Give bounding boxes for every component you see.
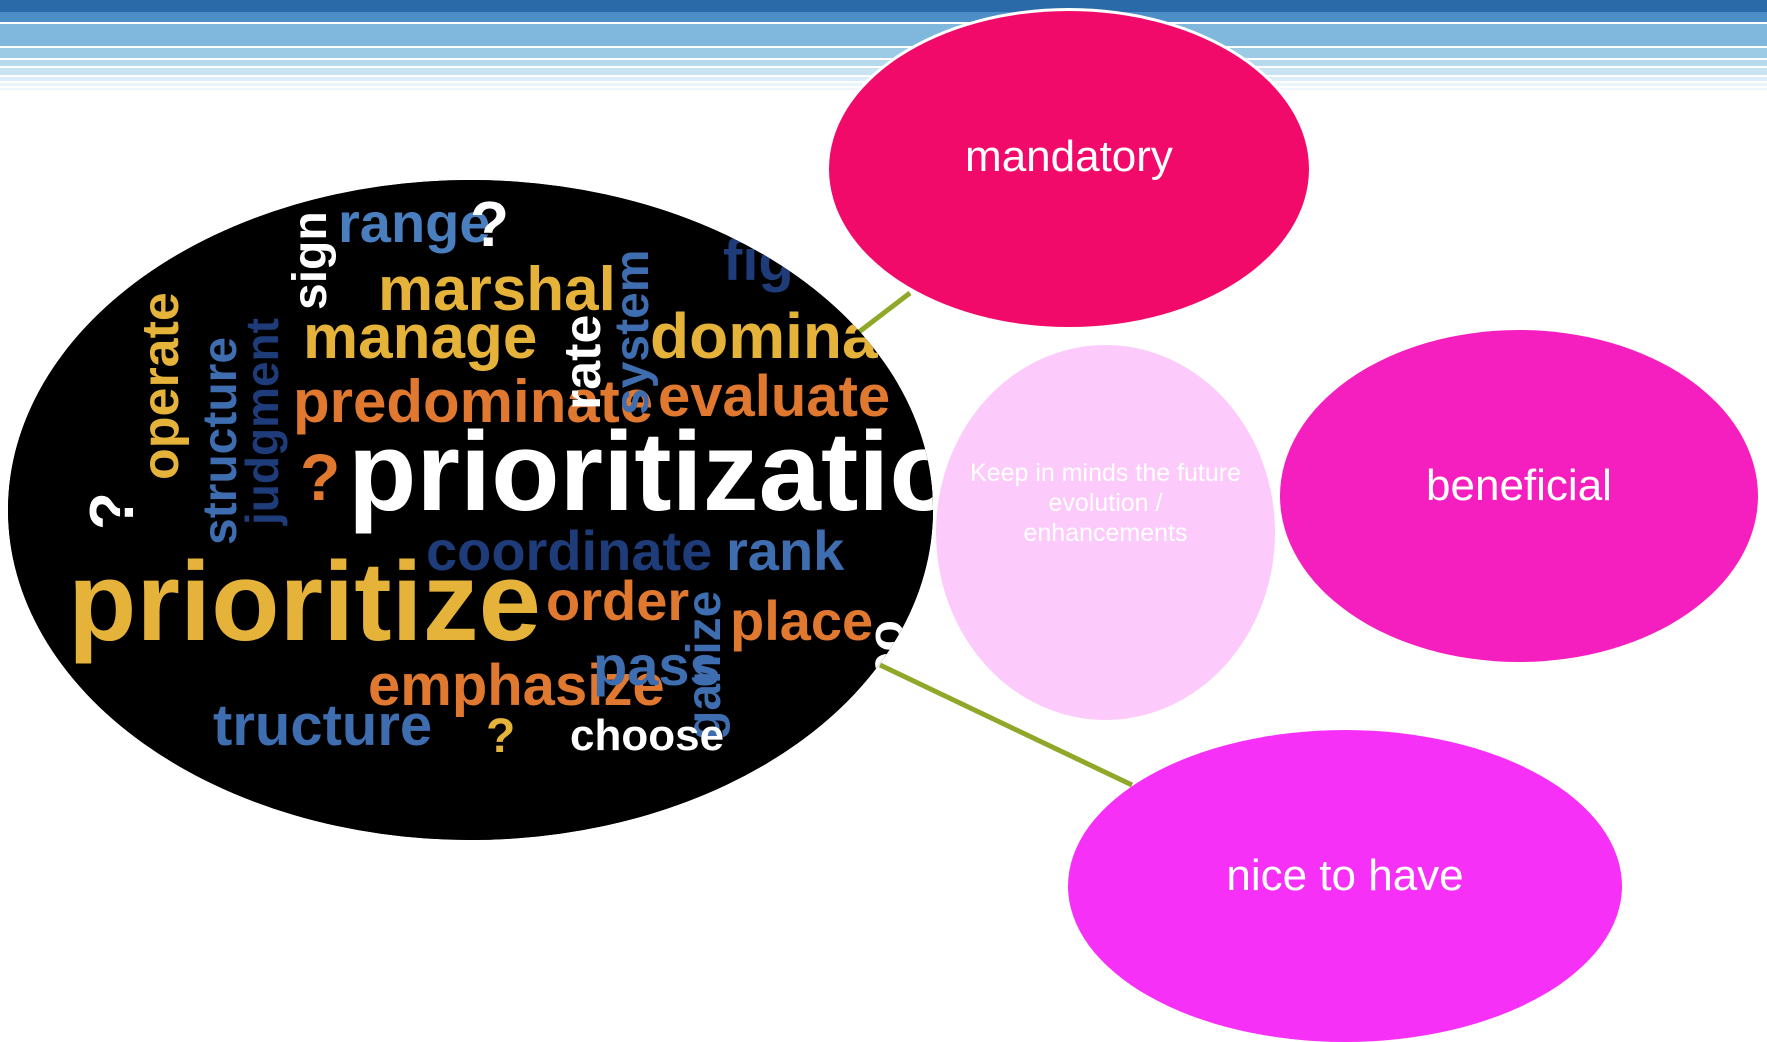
- word-choose: choose: [570, 711, 724, 760]
- word-question-mid: ?: [300, 440, 340, 514]
- future-evolution-label: Keep in minds the future evolution / enh…: [970, 458, 1241, 547]
- word-organize: ganize: [678, 591, 731, 740]
- word-cloud-image: range ? marshal manage dominate figu pre…: [8, 180, 933, 840]
- word-question-left: ?: [78, 492, 147, 530]
- word-predominate: predominate: [293, 368, 653, 435]
- word-rate: rate: [554, 315, 612, 410]
- beneficial-label: beneficial: [1426, 461, 1612, 510]
- word-structure-bottom: tructure: [213, 693, 432, 758]
- word-question-bottom: ?: [486, 710, 515, 763]
- word-emphasize: emphasize: [368, 653, 665, 718]
- word-operate: operate: [132, 292, 190, 480]
- future-evolution-bubble: Keep in minds the future evolution / enh…: [936, 345, 1275, 720]
- word-question-top: ?: [470, 188, 509, 260]
- word-coordinate: coordinate: [426, 519, 712, 582]
- word-prioritization: prioritization: [348, 409, 933, 534]
- word-sign: sign: [284, 211, 337, 310]
- connector-nice-to-have: [878, 662, 1134, 788]
- word-place: place: [730, 589, 873, 652]
- word-system: system: [606, 250, 659, 415]
- nice-to-have-label: nice to have: [1226, 851, 1464, 900]
- word-order: order: [546, 569, 689, 632]
- word-manage: manage: [303, 303, 537, 372]
- word-marshal: marshal: [378, 255, 616, 324]
- word-judgment: judgment: [236, 318, 288, 526]
- word-pass: pass: [593, 634, 721, 697]
- word-range: range: [338, 191, 491, 254]
- mandatory-bubble: mandatory: [826, 8, 1312, 330]
- word-rank: rank: [726, 519, 845, 582]
- mandatory-label: mandatory: [965, 132, 1173, 181]
- nice-to-have-bubble: nice to have: [1068, 730, 1622, 1042]
- word-evaluate: evaluate: [658, 364, 890, 429]
- word-structure: structure: [194, 337, 247, 545]
- connector-mandatory: [853, 291, 912, 337]
- beneficial-bubble: beneficial: [1280, 330, 1758, 662]
- word-prioritize: prioritize: [68, 539, 541, 664]
